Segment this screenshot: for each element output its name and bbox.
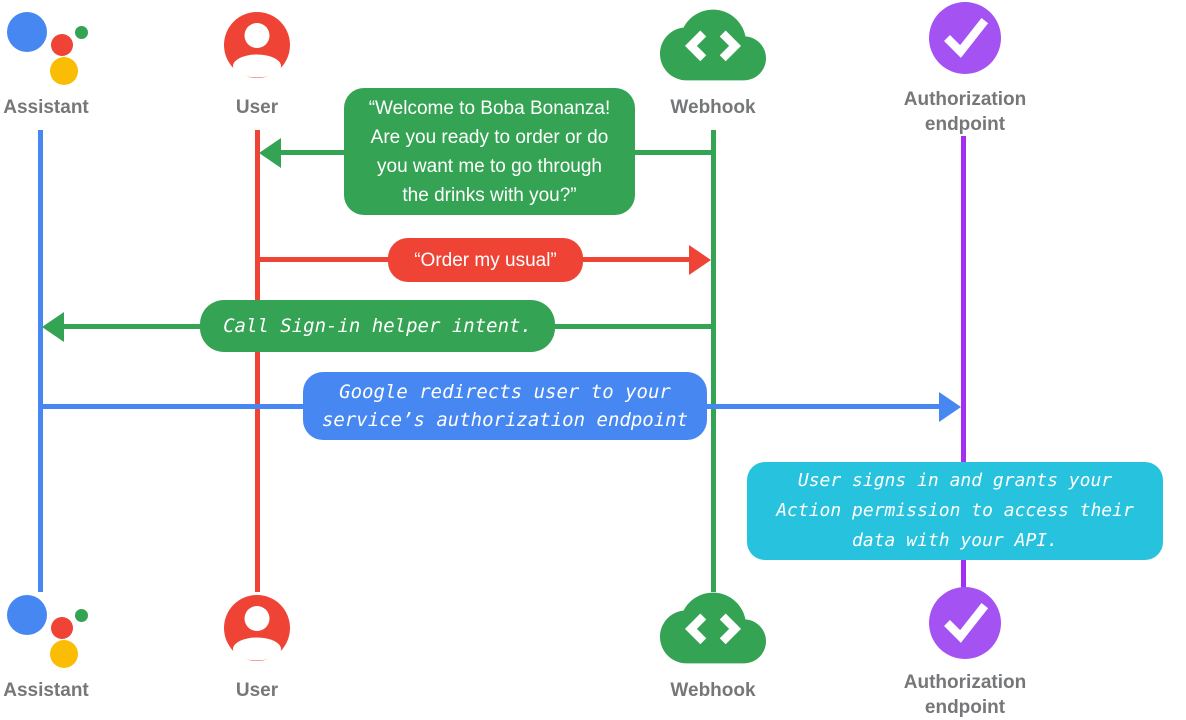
- arrowhead-left-icon: [42, 312, 64, 342]
- message-line: service’s authorization endpoint: [321, 409, 689, 431]
- message-line: “Welcome to Boba Bonanza!: [368, 97, 611, 119]
- authorization-endpoint-lifeline: [961, 136, 966, 592]
- user-icon: [224, 12, 290, 78]
- authorization-endpoint-label: Authorization endpoint: [903, 89, 1027, 135]
- assistant-label: Assistant: [3, 680, 89, 701]
- message-bubble-welcome: “Welcome to Boba Bonanza! Are you ready …: [344, 88, 635, 215]
- note-bubble-user-signs-in: User signs in and grants your Action per…: [747, 462, 1163, 560]
- arrow-line: [707, 404, 939, 409]
- arrowhead-right-icon: [939, 392, 961, 422]
- message-line: you want me to go through: [377, 155, 602, 177]
- message-line: Are you ready to order or do: [370, 126, 609, 148]
- arrow-line: [259, 257, 388, 262]
- message-bubble-redirect: Google redirects user to your service’s …: [303, 372, 707, 440]
- assistant-yellow-dot-icon: [50, 640, 78, 668]
- message-bubble-order: “Order my usual”: [388, 238, 583, 282]
- user-lifeline: [255, 130, 260, 592]
- message-line: Call Sign-in helper intent.: [223, 315, 532, 337]
- user-icon: [224, 595, 290, 661]
- assistant-blue-dot-icon: [7, 595, 47, 635]
- assistant-red-dot-icon: [51, 617, 73, 639]
- arrow-line: [64, 324, 200, 329]
- arrowhead-left-icon: [259, 138, 281, 168]
- assistant-label: Assistant: [3, 97, 89, 118]
- webhook-lifeline: [711, 130, 716, 592]
- message-line: “Order my usual”: [414, 249, 557, 271]
- google-assistant-icon: [6, 10, 96, 88]
- message-bubble-sign-in-helper: Call Sign-in helper intent.: [200, 300, 555, 352]
- user-label: User: [235, 680, 279, 701]
- arrow-line: [281, 150, 344, 155]
- webhook-label: Webhook: [670, 680, 756, 701]
- assistant-yellow-dot-icon: [50, 57, 78, 85]
- arrow-line: [583, 257, 689, 262]
- message-line: Google redirects user to your: [339, 381, 671, 403]
- assistant-green-dot-icon: [75, 609, 88, 622]
- google-assistant-icon: [6, 593, 96, 671]
- message-line: User signs in and grants your: [797, 470, 1113, 491]
- assistant-green-dot-icon: [75, 26, 88, 39]
- assistant-blue-dot-icon: [7, 12, 47, 52]
- arrow-line: [635, 150, 711, 155]
- message-line: Action permission to access their: [776, 500, 1134, 521]
- cloud-code-icon: [660, 592, 766, 664]
- message-line: the drinks with you?”: [402, 184, 577, 206]
- check-circle-icon: [929, 2, 1001, 74]
- cloud-code-icon: [660, 9, 766, 81]
- authorization-endpoint-label: Authorization endpoint: [903, 672, 1027, 718]
- arrow-line: [555, 324, 711, 329]
- message-line: data with your API.: [852, 530, 1058, 551]
- check-circle-icon: [929, 587, 1001, 659]
- webhook-label: Webhook: [670, 97, 756, 118]
- arrowhead-right-icon: [689, 245, 711, 275]
- assistant-lifeline: [38, 130, 43, 592]
- user-label: User: [235, 97, 279, 118]
- arrow-line: [40, 404, 303, 409]
- assistant-red-dot-icon: [51, 34, 73, 56]
